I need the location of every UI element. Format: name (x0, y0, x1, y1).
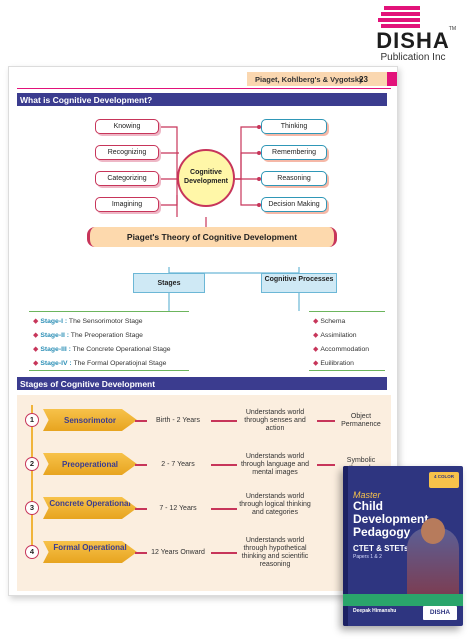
mindmap-center: Cognitive Development (177, 149, 235, 207)
mindmap-item-reasoning: Reasoning (261, 171, 327, 186)
book-papers: Papers 1 & 2 (353, 554, 382, 560)
process-list-item: ◆ Schema (313, 318, 346, 325)
stage-list-item: ◆ Stage-IV : The Formal Operatiojnal Sta… (33, 360, 167, 367)
mindmap-item-imagining: Imagining (95, 197, 159, 212)
stage-number: 2 (25, 457, 39, 471)
row-connector (135, 464, 147, 466)
stage-outcome: Object Permanence (341, 413, 381, 428)
brand-subtitle: Publication Inc (380, 52, 446, 63)
theory-title: Piaget's Theory of Cognitive Development (87, 227, 337, 247)
stages-box: Stages (133, 273, 205, 293)
mindmap-item-remembering: Remembering (261, 145, 327, 160)
page-number: 23 (359, 75, 368, 84)
stages-timeline (31, 405, 33, 555)
stage-description: Understands world through language and m… (240, 453, 310, 476)
running-head: Piaget, Kohlberg's & Vygotsky 23 (247, 72, 397, 86)
running-head-rule (17, 88, 391, 89)
process-list: ◆ Schema ◆ Assimilation ◆ Accommodation … (309, 311, 385, 371)
row-connector (135, 420, 147, 422)
page-number-tab (387, 72, 397, 86)
running-head-text: Piaget, Kohlberg's & Vygotsky (255, 75, 364, 84)
stage-number: 3 (25, 501, 39, 515)
stage-name: Preoperational (43, 453, 137, 475)
row-connector (135, 552, 147, 554)
stage-description: Understands world through hypothetical t… (241, 537, 309, 568)
stage-name: Concrete Operational (43, 497, 137, 519)
book-cover: 4 COLOR Master Child Development Pedagog… (343, 466, 463, 626)
stage-age: Birth - 2 Years (156, 417, 200, 424)
mindmap-item-recognizing: Recognizing (95, 145, 159, 160)
stage-description: Understands world through logical thinki… (239, 493, 311, 516)
book-title-line: Development (353, 512, 429, 526)
brand-trademark: TM (448, 26, 456, 32)
stages-table: 1 Sensorimotor Birth - 2 Years Understan… (17, 395, 391, 591)
row-connector (317, 420, 335, 422)
book-feature-strip (343, 594, 463, 606)
book-spine (343, 466, 348, 626)
row-connector (317, 464, 335, 466)
stage-list-item: ◆ Stage-II : The Preoperation Stage (33, 332, 143, 339)
brand-stripes-icon (378, 6, 420, 28)
book-page: Piaget, Kohlberg's & Vygotsky 23 What is… (8, 66, 398, 596)
stage-name: Sensorimotor (43, 409, 137, 431)
book-publisher-logo: DISHA (423, 606, 457, 620)
author-photo-head (421, 518, 445, 544)
stage-name: Formal Operational (43, 541, 137, 563)
processes-box: Cognitive Processes (261, 273, 337, 293)
brand-name: DISHA (376, 28, 450, 53)
section-title-what-is: What is Cognitive Development? (17, 93, 387, 106)
stage-number: 1 (25, 413, 39, 427)
book-title-line: Child (353, 499, 383, 513)
row-connector (211, 552, 237, 554)
book-title: Child Development Pedagogy (353, 500, 428, 539)
row-connector (135, 508, 147, 510)
book-exam: CTET & STETs (353, 544, 409, 553)
row-connector (211, 508, 237, 510)
process-list-item: ◆ Assimilation (313, 332, 357, 339)
row-connector (211, 464, 237, 466)
section-title-stages: Stages of Cognitive Development (17, 377, 387, 390)
process-list-item: ◆ Accommodation (313, 346, 370, 353)
mindmap-item-categorizing: Categorizing (95, 171, 159, 186)
process-list-item: ◆ Euilibration (313, 360, 354, 367)
stage-age: 7 - 12 Years (159, 505, 197, 512)
mindmap-item-knowing: Knowing (95, 119, 159, 134)
stage-number: 4 (25, 545, 39, 559)
mindmap-item-decision-making: Decision Making (261, 197, 327, 212)
stage-list: ◆ Stage-I : The Sensorimotor Stage ◆ Sta… (29, 311, 189, 371)
book-master-label: Master (353, 490, 381, 500)
stage-description: Understands world through senses and act… (244, 409, 306, 432)
book-author: Deepak Himanshu (353, 608, 397, 614)
book-badge: 4 COLOR (429, 472, 459, 488)
mindmap-item-thinking: Thinking (261, 119, 327, 134)
book-title-line: Pedagogy (353, 525, 411, 539)
stage-age: 12 Years Onward (151, 549, 205, 556)
row-connector (211, 420, 237, 422)
stage-list-item: ◆ Stage-III : The Concrete Operational S… (33, 346, 171, 353)
stage-age: 2 - 7 Years (161, 461, 195, 468)
stage-list-item: ◆ Stage-I : The Sensorimotor Stage (33, 318, 143, 325)
mindmap-connectors (157, 125, 300, 311)
